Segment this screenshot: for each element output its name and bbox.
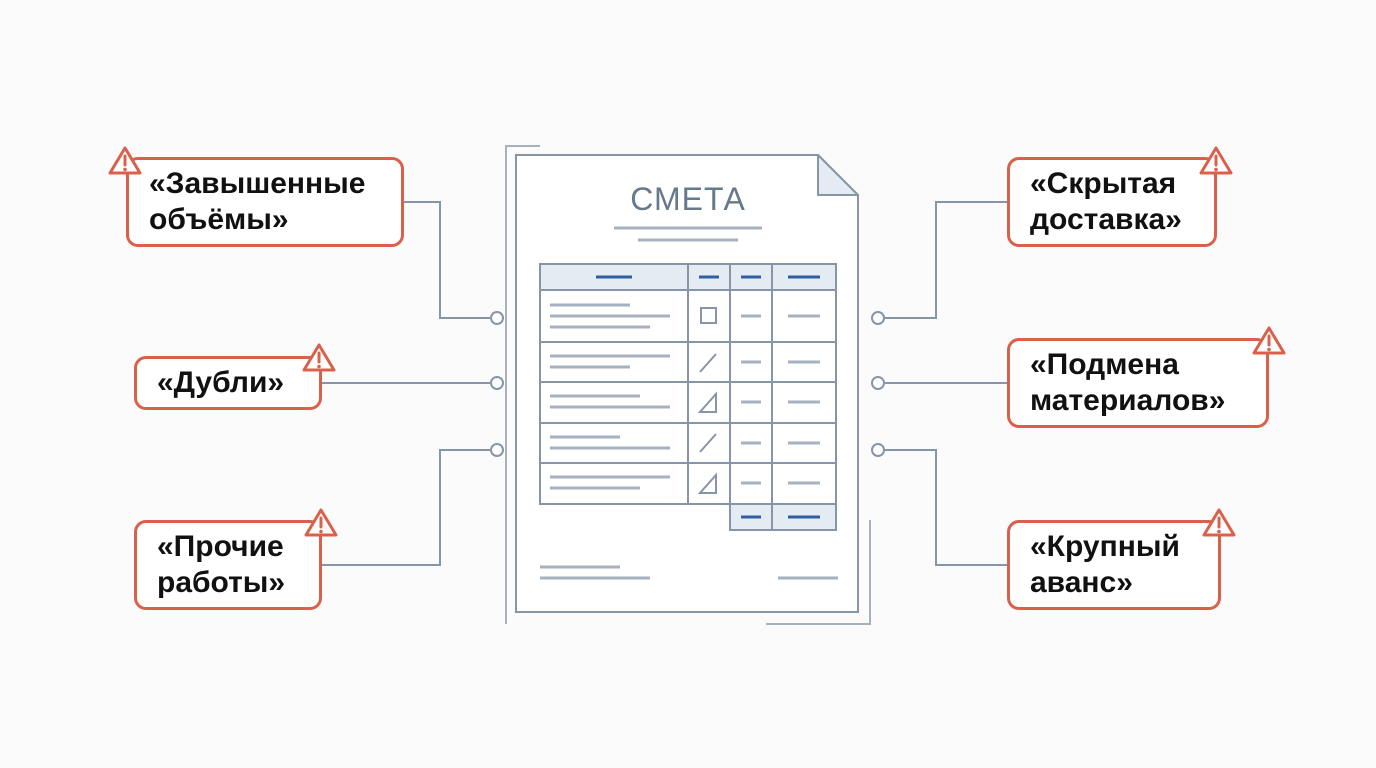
document-back-sheet-bottom (766, 520, 871, 625)
warning-icon (304, 508, 338, 537)
dot-left-1 (490, 311, 504, 325)
triangle-ruler-icon (697, 391, 717, 413)
callout-hidden-delivery: «Скрытая доставка» (1007, 157, 1217, 247)
dot-right-3 (871, 443, 885, 457)
triangle-ruler-icon (697, 472, 717, 494)
warning-icon (1252, 326, 1286, 355)
callout-other-works: «Прочие работы» (134, 520, 322, 610)
estimate-table (539, 263, 837, 531)
dot-right-2 (871, 376, 885, 390)
connector-other-works (322, 449, 490, 566)
document-back-sheet (505, 145, 540, 624)
warning-icon (108, 146, 142, 175)
document-fold-icon (817, 154, 859, 196)
warning-icon (1202, 508, 1236, 537)
connector-large-advance (885, 449, 1007, 566)
connector-hidden-delivery (885, 201, 1007, 319)
callout-material-substitution: «Подмена материалов» (1007, 338, 1269, 428)
estimate-document: СМЕТА (505, 145, 871, 625)
pencil-stroke-icon (699, 353, 717, 373)
callout-inflated-volumes: «Завышенные объёмы» (126, 157, 404, 247)
pencil-stroke-icon (699, 433, 717, 453)
connector-inflated-volumes (404, 201, 490, 319)
connector-dots (490, 311, 885, 457)
square-icon (700, 307, 717, 324)
connectors (322, 201, 1007, 566)
callout-large-advance-text: «Крупный аванс» (1030, 530, 1180, 599)
warning-icon (302, 343, 336, 372)
dot-left-2 (490, 376, 504, 390)
callout-duplicates-text: «Дубли» (157, 366, 285, 399)
callout-inflated-volumes-text: «Завышенные объёмы» (149, 167, 366, 236)
document-title: СМЕТА (630, 181, 746, 217)
callout-other-works-text: «Прочие работы» (157, 530, 286, 599)
dot-left-3 (490, 443, 504, 457)
warning-icon (1199, 146, 1233, 175)
callout-duplicates: «Дубли» (134, 356, 322, 410)
callout-hidden-delivery-text: «Скрытая доставка» (1030, 167, 1182, 236)
callout-large-advance: «Крупный аванс» (1007, 520, 1221, 610)
dot-right-1 (871, 311, 885, 325)
callout-material-substitution-text: «Подмена материалов» (1030, 348, 1226, 417)
